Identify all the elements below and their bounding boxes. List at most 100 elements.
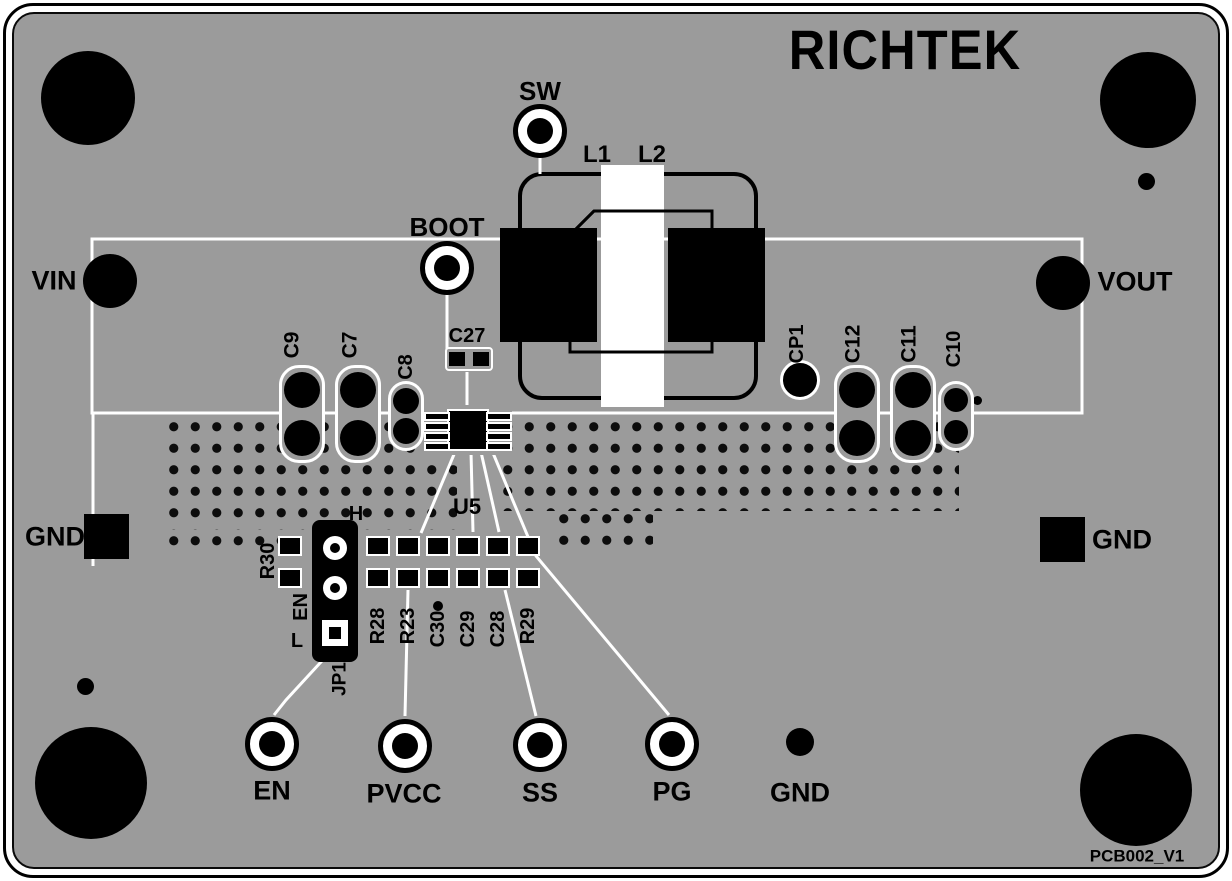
c7-pad-bottom [340, 420, 376, 456]
label-c29: C29 [457, 610, 479, 648]
u5-pin-left-1 [424, 412, 450, 421]
jp1-hole-en [323, 576, 347, 600]
mount-hole-bottom-left [35, 727, 147, 839]
c30-pad-bottom [426, 568, 450, 588]
board-version-text: PCB002_V1 [1089, 846, 1185, 866]
label-c27: C27 [448, 325, 486, 347]
label-ss: SS [521, 777, 559, 808]
pg-testpoint [645, 717, 699, 771]
label-pvcc: PVCC [366, 778, 442, 809]
label-vout: VOUT [1097, 266, 1173, 297]
inductor-center-stripe [601, 165, 664, 407]
capacitor-c11 [890, 365, 936, 463]
sw-testpoint [513, 104, 567, 158]
jp1-hole-h [323, 536, 347, 560]
label-vin: VIN [31, 265, 77, 296]
capacitor-c27 [445, 347, 493, 371]
u5-pin-right-3 [486, 432, 512, 441]
c8-pad-top [393, 388, 419, 414]
label-jp1: JP1 [329, 662, 351, 696]
richtek-logo: RICHTEK [788, 18, 1022, 82]
en-testpoint [245, 717, 299, 771]
capacitor-c7 [335, 365, 381, 463]
via-grid-center-lower [553, 508, 653, 554]
capacitor-c10 [938, 381, 974, 451]
r30-pad-bottom [278, 568, 302, 588]
c7-pad-top [340, 372, 376, 408]
u5-pin-left-4 [424, 442, 450, 451]
c29-pad-bottom [456, 568, 480, 588]
label-sw: SW [519, 76, 561, 106]
ss-testpoint-core [527, 732, 553, 758]
gnd-pad-bottom [786, 728, 814, 756]
label-c10: C10 [943, 330, 965, 368]
c8-pad-bottom [393, 418, 419, 444]
u5-pin-right-2 [486, 422, 512, 431]
mount-hole-bottom-right [1080, 734, 1192, 846]
capacitor-c8 [388, 381, 424, 451]
r30-pad-top [278, 536, 302, 556]
c29-pad-top [456, 536, 480, 556]
label-r28: R28 [367, 607, 389, 645]
label-r23: R23 [397, 607, 419, 645]
label-cp1: CP1 [786, 324, 808, 364]
vout-pad [1036, 256, 1090, 310]
label-c12: C12 [841, 324, 865, 364]
gnd-pad-left [84, 514, 129, 559]
via-grid-right [497, 416, 959, 511]
boot-testpoint-core [434, 255, 460, 281]
r28-pad-bottom [366, 568, 390, 588]
r28-pad-top [366, 536, 390, 556]
c10-pad-bottom [944, 420, 968, 444]
fiducial-dot-bottom-left [77, 678, 94, 695]
c10-pad-top [944, 388, 968, 412]
label-gnd-right: GND [1092, 524, 1152, 555]
boot-testpoint [420, 241, 474, 295]
r29-pad-top [516, 536, 540, 556]
u5-pin-left-2 [424, 422, 450, 431]
u5-pin-left-3 [424, 432, 450, 441]
label-r29: R29 [517, 607, 539, 645]
pvcc-testpoint [378, 719, 432, 773]
label-jumper-h: H [348, 503, 364, 525]
jp1-jumper-body [312, 520, 358, 662]
pvcc-testpoint-core [392, 733, 418, 759]
c28-pad-bottom [486, 568, 510, 588]
capacitor-cp1 [780, 360, 820, 400]
vin-pad [83, 254, 137, 308]
label-l1: L1 [582, 141, 612, 168]
mount-hole-top-left [41, 51, 135, 145]
label-c30: C30 [427, 610, 449, 648]
gnd-pad-right [1040, 517, 1085, 562]
pg-testpoint-core [659, 731, 685, 757]
label-c11: C11 [897, 325, 921, 363]
label-c7: C7 [338, 331, 362, 359]
label-jumper-en: EN [290, 593, 312, 621]
mount-hole-top-right [1100, 52, 1196, 148]
c27-pad-right [473, 352, 489, 366]
board-outline [3, 3, 1229, 878]
sw-testpoint-core [527, 118, 553, 144]
inductor-pad-left [500, 228, 597, 342]
inductor-pad-right [668, 228, 765, 342]
via-grid-left-lower [163, 530, 281, 556]
via-dot-near-c30 [433, 601, 443, 611]
c27-pad-left [449, 352, 465, 366]
capacitor-c12 [834, 365, 880, 463]
label-gnd-left: GND [25, 521, 85, 552]
capacitor-c9 [279, 365, 325, 463]
c11-pad-top [895, 372, 931, 408]
en-testpoint-core [259, 731, 285, 757]
c9-pad-bottom [284, 420, 320, 456]
u5-pin-right-1 [486, 412, 512, 421]
label-en-testpoint: EN [253, 775, 291, 806]
c11-pad-bottom [895, 420, 931, 456]
r29-pad-bottom [516, 568, 540, 588]
r23-pad-top [396, 536, 420, 556]
ss-testpoint [513, 718, 567, 772]
r23-pad-bottom [396, 568, 420, 588]
c30-pad-top [426, 536, 450, 556]
label-c8: C8 [395, 354, 417, 380]
